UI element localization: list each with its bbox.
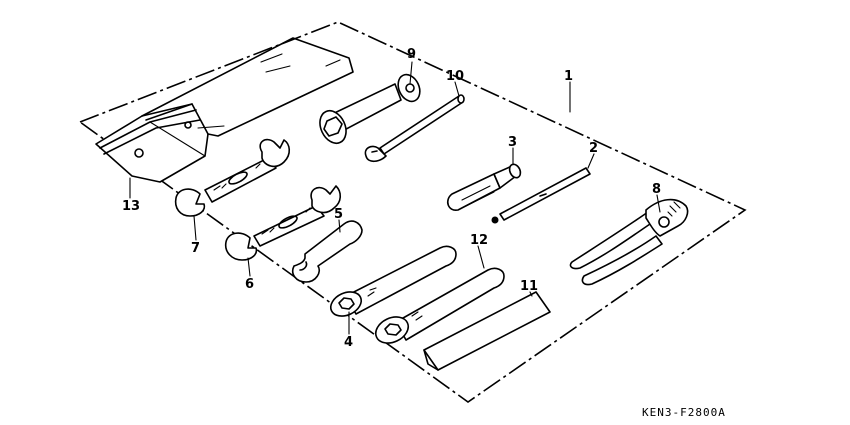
flat-bar [423,291,551,371]
callout-3: 3 [508,135,517,150]
callout-12: 12 [470,233,488,248]
callout-11: 11 [520,279,538,294]
open-end-wrench-lower [224,185,342,261]
callout-8: 8 [652,182,661,197]
pivot-bolt-icon [658,216,670,228]
snap-button-icon [134,148,144,158]
screwdriver-handle [446,163,522,211]
spanner-wrench [291,220,363,283]
diagram-code: KEN3-F2800A [642,406,726,419]
screwdriver-blade [491,167,591,224]
pliers [569,198,689,286]
ring-wrench-upper [329,245,457,317]
ring-wrench-lower [374,267,505,344]
callout-4: 4 [344,335,353,350]
callout-7: 7 [191,241,200,256]
box-wrench [319,73,421,145]
leader-lines [129,61,661,335]
callout-10: 10 [446,69,464,84]
tool-bag [95,37,354,183]
handle-bar [364,94,465,163]
callout-1: 1 [564,69,573,84]
callout-2: 2 [589,141,598,156]
open-end-wrench-upper [174,138,291,217]
callout-9: 9 [407,47,416,62]
callout-5: 5 [334,207,343,222]
callout-6: 6 [245,277,254,292]
callout-13: 13 [122,199,140,214]
